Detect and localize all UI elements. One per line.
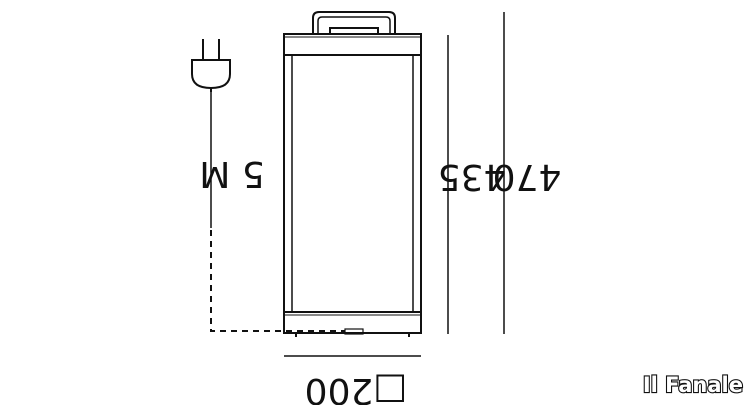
power-plug-icon	[191, 39, 231, 92]
lantern-body	[283, 54, 422, 313]
lantern-handle-inner	[317, 16, 391, 33]
width-label: □200	[305, 370, 408, 405]
lantern-outline	[283, 11, 422, 337]
cable-dashed-segment	[210, 230, 345, 332]
dimension-lines	[284, 12, 505, 357]
lantern-handle	[312, 11, 396, 33]
il-fanale-logo: Il Fanale	[643, 373, 743, 397]
cable-length-label: 5 M	[199, 153, 264, 194]
height-lamp-label: 435	[438, 156, 507, 197]
height-total-label: 470	[493, 156, 562, 197]
lantern-base	[283, 311, 422, 334]
power-cable	[210, 90, 345, 332]
